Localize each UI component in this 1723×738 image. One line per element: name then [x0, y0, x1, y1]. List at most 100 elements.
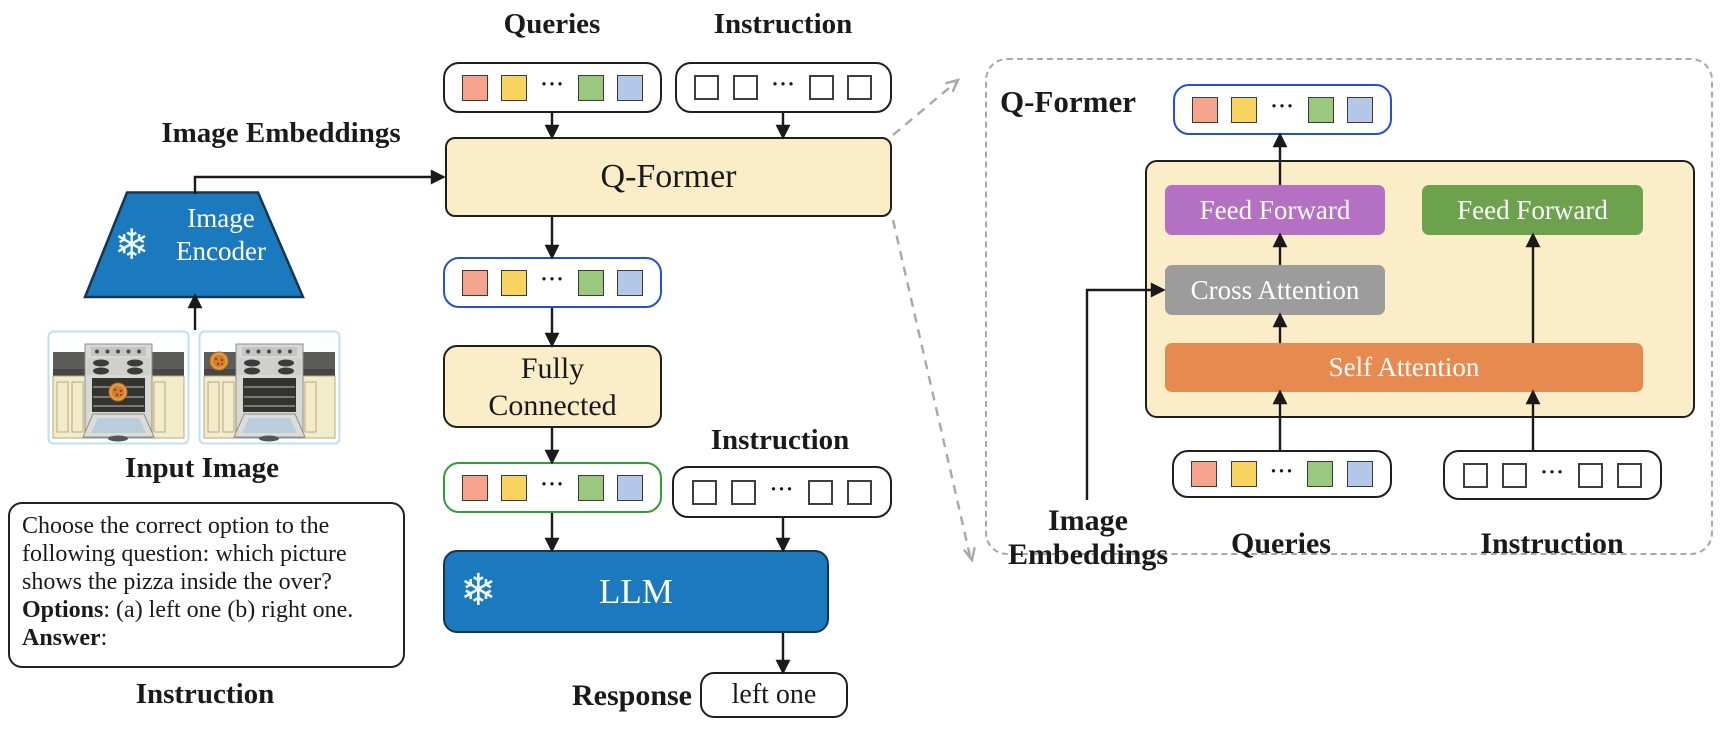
- queries-label-top: Queries: [503, 8, 601, 40]
- door-hinge: [108, 435, 128, 442]
- qformer-box-label: Q-Former: [600, 158, 737, 195]
- instruction-token: [732, 75, 758, 100]
- options-text: : (a) left one (b) right one.: [103, 597, 354, 623]
- input-image-label: Input Image: [125, 452, 279, 484]
- query-token-yellow: [1230, 461, 1257, 487]
- query-token-green: [1307, 461, 1334, 487]
- qformer-detail-query-tokens-box: ···: [1172, 450, 1392, 498]
- ellipsis: ···: [540, 267, 565, 291]
- ellipsis: ···: [540, 72, 565, 96]
- ellipsis: ···: [540, 472, 565, 496]
- stove-knobs: [246, 349, 292, 354]
- zoom-callout-dashed-arrows: [891, 82, 972, 557]
- stove-knobs: [95, 349, 141, 354]
- instruction-token: [808, 75, 834, 100]
- instruction-tokens-box-mid: ···: [672, 466, 892, 518]
- query-token-red: [462, 474, 489, 501]
- burners: [244, 359, 294, 375]
- qformer-detail-instruction-tokens-box: ···: [1443, 450, 1662, 500]
- query-token-green: [577, 74, 604, 101]
- response-value-box: left one: [700, 672, 848, 718]
- self-attention-label: Self Attention: [1328, 352, 1480, 382]
- prompt-line-answer: Answer:: [22, 624, 391, 652]
- oven-racks: [244, 386, 295, 407]
- query-token-red: [1191, 461, 1218, 487]
- cabinet-door: [222, 381, 235, 433]
- frozen-snowflake-icon: ❄: [460, 565, 497, 616]
- cabinet-door: [56, 381, 69, 433]
- burners: [93, 359, 143, 375]
- instruction-token: [1578, 462, 1604, 488]
- frozen-snowflake-icon: ❄: [114, 220, 150, 269]
- image-embeddings-line2: Embeddings: [1007, 538, 1169, 571]
- fully-connected-line2: Connected: [488, 388, 617, 422]
- self-attention-block: Self Attention: [1165, 343, 1643, 392]
- image-encoder-label-line1: Image: [187, 203, 255, 233]
- instruction-token: [1462, 462, 1488, 488]
- ellipsis: ···: [771, 72, 796, 96]
- cabinet-door: [207, 381, 220, 433]
- projected-tokens-box: ···: [443, 462, 662, 513]
- image-embeddings-label-panel: Image Embeddings: [998, 504, 1178, 572]
- instruction-label-panel: Instruction: [1480, 527, 1624, 560]
- prompt-line-options: Options: (a) left one (b) right one.: [22, 596, 391, 624]
- image-encoder-label: Image Encoder: [166, 202, 276, 268]
- query-token-red: [462, 74, 489, 101]
- oven-cavity: [243, 378, 296, 412]
- qformer-box: Q-Former: [445, 137, 892, 217]
- cabinet-door: [153, 381, 166, 433]
- prompt-line-2: following question: which picture: [22, 541, 347, 567]
- query-token-green: [577, 474, 604, 501]
- fully-connected-line1: Fully: [520, 351, 585, 385]
- input-image-right-pizza-on-counter: [198, 330, 341, 445]
- fully-connected-box: Fully Connected: [443, 345, 662, 428]
- query-token-blue: [616, 474, 643, 501]
- query-token-green: [577, 269, 604, 296]
- instruction-tokens-box-top: ···: [675, 62, 892, 113]
- ellipsis: ···: [1270, 94, 1295, 118]
- cabinet-door: [304, 381, 317, 433]
- prompt-line-3: shows the pizza inside the over?: [22, 569, 332, 595]
- instruction-prompt-box: Choose the correct option to the followi…: [8, 502, 405, 668]
- image-embeddings-line1: Image: [1048, 504, 1128, 537]
- answer-keyword: Answer: [22, 625, 101, 651]
- instruction-token: [846, 479, 872, 505]
- response-value: left one: [731, 679, 817, 710]
- instruction-token: [691, 479, 717, 505]
- query-token-blue: [1346, 96, 1373, 123]
- llm-box-label: LLM: [599, 571, 673, 611]
- query-token-yellow: [501, 474, 528, 501]
- answer-text: :: [100, 625, 108, 651]
- instruction-label-top: Instruction: [713, 8, 853, 40]
- prompt-line-1: Choose the correct option to the: [22, 513, 330, 539]
- zoom-callout-arrowheads: [945, 78, 976, 563]
- feed-forward-left-block: Feed Forward: [1165, 185, 1385, 235]
- instruction-token: [730, 479, 756, 505]
- ellipsis: ···: [1269, 458, 1294, 483]
- qformer-panel-title: Q-Former: [1000, 84, 1136, 119]
- instruction-token: [847, 75, 873, 100]
- feed-forward-right-block: Feed Forward: [1422, 185, 1643, 235]
- ellipsis: ···: [769, 476, 794, 501]
- instruction-label-bottom-left: Instruction: [135, 678, 275, 710]
- query-token-green: [1307, 96, 1334, 123]
- instruction-label-mid: Instruction: [710, 424, 850, 456]
- oven-door-glass: [242, 418, 297, 433]
- query-tokens-box: ···: [443, 62, 662, 113]
- cabinet-left: [203, 375, 239, 439]
- qformer-output-tokens-box: ···: [443, 257, 662, 308]
- cabinet-door: [71, 381, 84, 433]
- query-token-red: [462, 269, 489, 296]
- pizza-on-counter: [209, 351, 229, 371]
- ellipsis: ···: [1540, 459, 1565, 484]
- pizza-inside-oven: [108, 382, 128, 402]
- query-token-yellow: [1231, 96, 1258, 123]
- cabinet-right: [300, 375, 336, 439]
- query-token-blue: [616, 269, 643, 296]
- image-encoder-block: ❄ Image Encoder: [78, 190, 310, 300]
- query-token-red: [1192, 96, 1219, 123]
- options-keyword: Options: [22, 597, 104, 623]
- query-token-yellow: [501, 74, 528, 101]
- llm-box: LLM: [443, 550, 829, 633]
